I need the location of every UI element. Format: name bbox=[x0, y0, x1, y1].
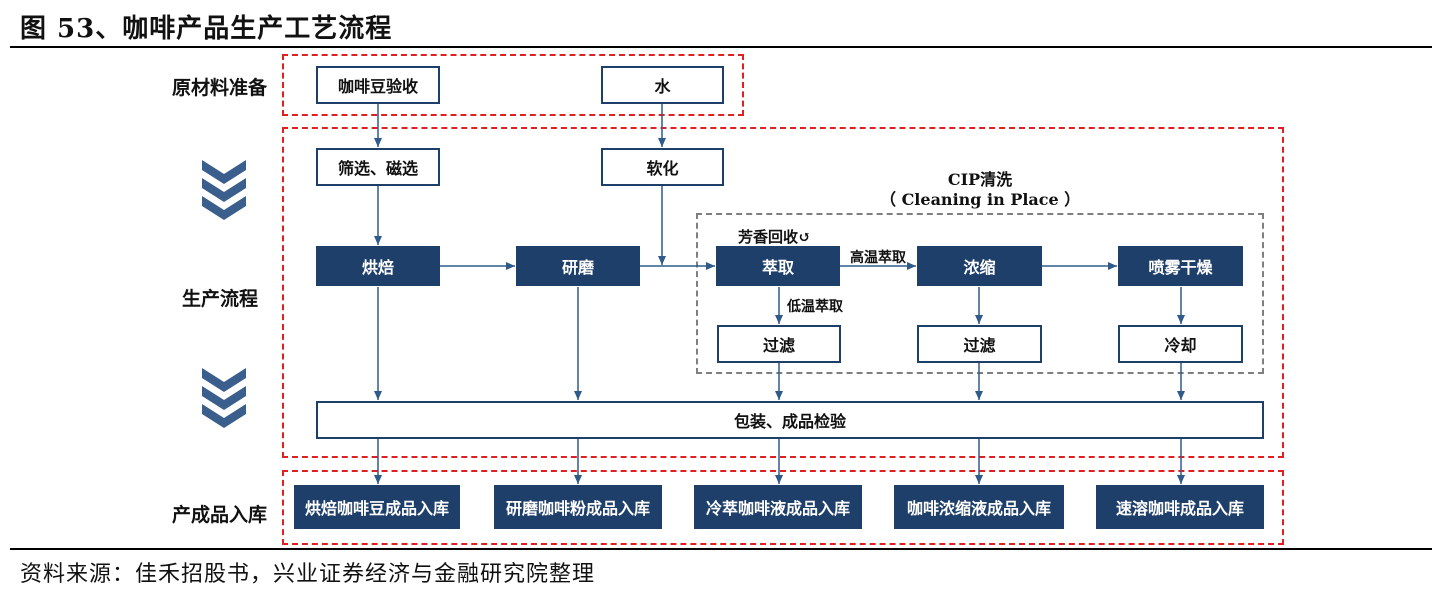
cip-title: CIP清洗 bbox=[947, 170, 1013, 189]
box-bean-check: 咖啡豆验收 bbox=[316, 66, 440, 104]
product-roasted-beans: 烘焙咖啡豆成品入库 bbox=[294, 485, 460, 529]
top-rule bbox=[10, 46, 1432, 48]
source-note: 资料来源：佳禾招股书，兴业证券经济与金融研究院整理 bbox=[20, 562, 596, 587]
box-spray-dry: 喷雾干燥 bbox=[1118, 246, 1243, 286]
prep-group-frame bbox=[282, 54, 744, 116]
box-softening: 软化 bbox=[601, 148, 724, 186]
box-cooling: 冷却 bbox=[1118, 325, 1243, 363]
chevron-down-icon-upper bbox=[202, 160, 246, 220]
box-extraction: 萃取 bbox=[716, 246, 840, 286]
box-roasting: 烘焙 bbox=[316, 246, 440, 286]
figure-title: 图 53、咖啡产品生产工艺流程 bbox=[20, 14, 393, 44]
box-filter-2: 过滤 bbox=[917, 325, 1042, 363]
warehouse-group-frame bbox=[282, 470, 1284, 545]
box-water: 水 bbox=[601, 66, 724, 104]
bottom-rule bbox=[10, 548, 1432, 550]
row-label-production: 生产流程 bbox=[182, 288, 259, 310]
cip-group-frame bbox=[696, 213, 1264, 374]
product-cold-brew: 冷萃咖啡液成品入库 bbox=[694, 485, 862, 529]
row-label-warehouse: 产成品入库 bbox=[172, 504, 268, 526]
note-aroma-recovery: 芳香回收↺ bbox=[738, 228, 811, 246]
box-screening: 筛选、磁选 bbox=[316, 148, 440, 186]
cip-label: CIP清洗 （ Cleaning in Place ） bbox=[880, 170, 1080, 210]
note-low-temp: 低温萃取 bbox=[787, 299, 843, 315]
box-grinding: 研磨 bbox=[516, 246, 640, 286]
product-ground-powder: 研磨咖啡粉成品入库 bbox=[494, 485, 662, 529]
cip-subtitle: （ Cleaning in Place ） bbox=[880, 190, 1081, 209]
box-packaging: 包装、成品检验 bbox=[316, 401, 1264, 439]
box-filter-1: 过滤 bbox=[717, 325, 841, 363]
product-concentrate: 咖啡浓缩液成品入库 bbox=[894, 485, 1064, 529]
row-label-prep: 原材料准备 bbox=[172, 77, 268, 99]
production-group-frame bbox=[282, 127, 1284, 458]
note-high-temp: 高温萃取 bbox=[850, 250, 906, 266]
chevron-down-icon-lower bbox=[202, 368, 246, 428]
product-instant: 速溶咖啡成品入库 bbox=[1096, 485, 1264, 529]
box-concentration: 浓缩 bbox=[917, 246, 1042, 286]
